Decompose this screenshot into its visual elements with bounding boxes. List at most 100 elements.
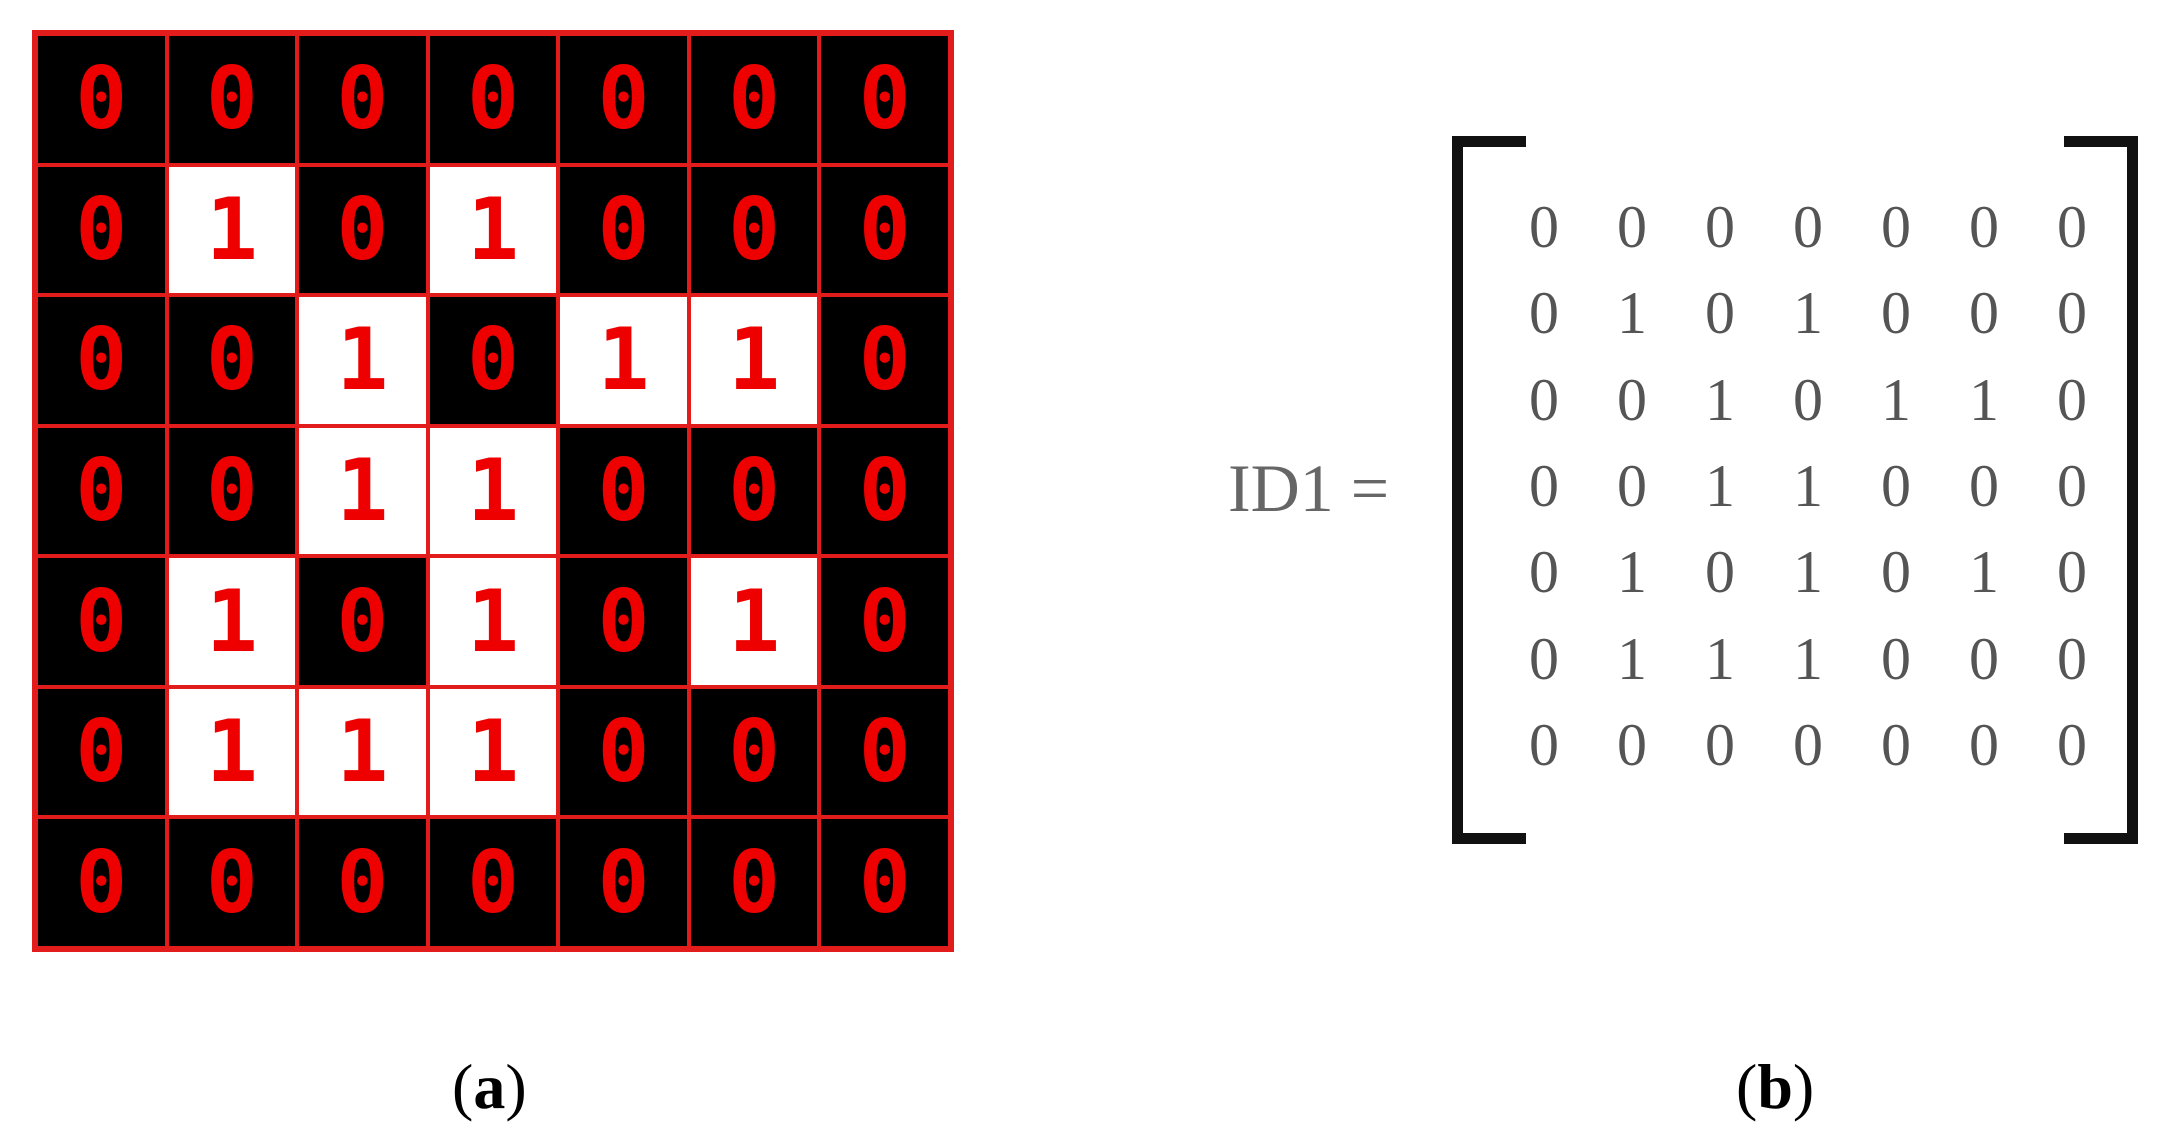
grid-cell: 0: [690, 427, 818, 555]
grid-cell: 0: [690, 166, 818, 294]
matrix-value: 1: [1705, 452, 1735, 519]
matrix-value: 0: [1617, 366, 1647, 433]
matrix-value: 0: [1969, 452, 1999, 519]
grid-cell: 1: [429, 688, 557, 816]
matrix-value: 0: [1529, 625, 1559, 692]
grid-cell: 0: [168, 297, 296, 424]
matrix-value: 0: [1969, 194, 1999, 261]
grid-cell: 1: [168, 688, 296, 816]
grid-cell: 0: [560, 819, 687, 946]
grid-cell: 0: [690, 36, 818, 163]
matrix-value: 0: [1529, 711, 1559, 778]
matrix-value: 0: [2057, 194, 2087, 261]
grid-cell: 0: [821, 166, 948, 294]
matrix-value: 0: [1705, 194, 1735, 261]
matrix-value: 0: [1705, 711, 1735, 778]
matrix-value: 0: [1617, 194, 1647, 261]
grid-cell: 1: [299, 427, 426, 555]
grid-cell: 0: [299, 819, 426, 946]
matrix-label: ID1 =: [1228, 450, 1390, 526]
matrix-value: 1: [1705, 625, 1735, 692]
matrix-value: 0: [2057, 366, 2087, 433]
matrix-value: 1: [1617, 280, 1647, 347]
matrix-value: 1: [1793, 625, 1823, 692]
matrix-value: 0: [2057, 452, 2087, 519]
grid-cell: 0: [38, 819, 165, 946]
grid-cell: 1: [690, 297, 818, 424]
matrix-value: 0: [1881, 711, 1911, 778]
matrix-value: 0: [1529, 280, 1559, 347]
matrix-value: 1: [1793, 539, 1823, 606]
matrix-value: 0: [1881, 194, 1911, 261]
caption-b: (b): [1736, 1051, 1815, 1122]
grid-cell: 0: [821, 427, 948, 555]
caption-a: (a): [452, 1051, 527, 1122]
matrix-value: 0: [1969, 625, 1999, 692]
matrix-value: 0: [1881, 625, 1911, 692]
grid-cell: 1: [429, 427, 557, 555]
grid-cell: 0: [38, 297, 165, 424]
grid-cell: 1: [299, 688, 426, 816]
grid-cell: 1: [429, 558, 557, 685]
grid-cell: 0: [38, 427, 165, 555]
matrix-value: 0: [1881, 280, 1911, 347]
matrix-value: 0: [1969, 711, 1999, 778]
grid-cell: 1: [429, 166, 557, 294]
grid-cell: 0: [560, 427, 687, 555]
grid-cell: 0: [560, 688, 687, 816]
grid-cell: 0: [690, 688, 818, 816]
matrix-value: 1: [1969, 539, 1999, 606]
matrix-value: 0: [1793, 366, 1823, 433]
matrix-value: 0: [2057, 625, 2087, 692]
matrix-value: 0: [1793, 194, 1823, 261]
grid-cell: 0: [38, 36, 165, 163]
grid-cell: 0: [299, 36, 426, 163]
grid-cell: 0: [821, 297, 948, 424]
grid-cell: 0: [429, 819, 557, 946]
matrix-value: 0: [1881, 452, 1911, 519]
left-bracket: [1452, 136, 1526, 844]
matrix-value: 0: [1617, 452, 1647, 519]
matrix-value: 0: [2057, 711, 2087, 778]
matrix-value: 1: [1617, 625, 1647, 692]
matrix-value: 1: [1705, 366, 1735, 433]
right-bracket: [2064, 136, 2138, 844]
grid-cell: 1: [168, 558, 296, 685]
matrix-value: 0: [1881, 539, 1911, 606]
matrix-value: 0: [1529, 194, 1559, 261]
matrix-value: 1: [1793, 452, 1823, 519]
matrix-value: 0: [1529, 366, 1559, 433]
grid-cell: 0: [168, 427, 296, 555]
grid-cell: 0: [560, 36, 687, 163]
grid-cell: 0: [299, 166, 426, 294]
matrix-value: 0: [1793, 711, 1823, 778]
matrix-value: 0: [1705, 280, 1735, 347]
matrix-value: 0: [1617, 711, 1647, 778]
grid-cell: 0: [168, 819, 296, 946]
grid-cell: 0: [821, 688, 948, 816]
matrix-value: 0: [1529, 452, 1559, 519]
matrix-value: 0: [2057, 280, 2087, 347]
grid-cell: 1: [690, 558, 818, 685]
matrix-value: 0: [1529, 539, 1559, 606]
grid-cell: 1: [299, 297, 426, 424]
grid-cell: 0: [429, 297, 557, 424]
grid-cell: 0: [821, 36, 948, 163]
grid-cell: 0: [429, 36, 557, 163]
grid-cell: 0: [821, 819, 948, 946]
grid-cell: 0: [168, 36, 296, 163]
grid-cell: 0: [560, 558, 687, 685]
matrix-value: 0: [1705, 539, 1735, 606]
grid-cell: 0: [38, 688, 165, 816]
grid-cell: 0: [560, 166, 687, 294]
matrix-value: 1: [1881, 366, 1911, 433]
matrix-value: 1: [1617, 539, 1647, 606]
grid-cell: 0: [821, 558, 948, 685]
matrix-value: 1: [1969, 366, 1999, 433]
grid-cell: 1: [560, 297, 687, 424]
matrix-value: 0: [1969, 280, 1999, 347]
grid-cell: 0: [299, 558, 426, 685]
